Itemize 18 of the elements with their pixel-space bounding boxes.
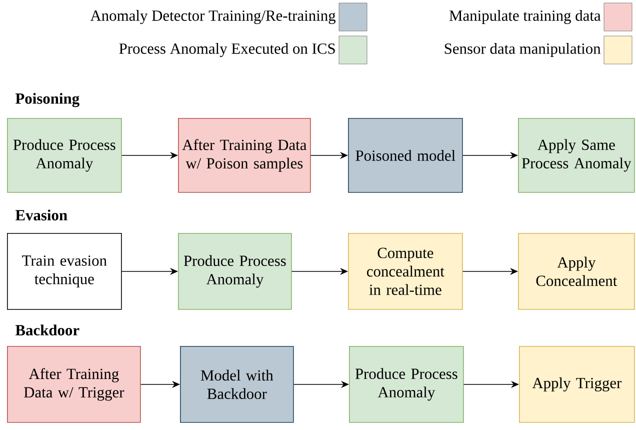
process-box: After Training Data w/ Poison samples bbox=[178, 118, 311, 193]
process-box: After Training Data w/ Trigger bbox=[7, 346, 141, 423]
process-box: Produce Process Anomaly bbox=[178, 233, 292, 310]
process-box: Train evasion technique bbox=[7, 233, 122, 310]
process-box: Apply Trigger bbox=[519, 346, 635, 423]
process-box: Compute concealment in real-time bbox=[348, 233, 463, 310]
process-box: Produce Process Anomaly bbox=[7, 118, 122, 193]
process-box: Apply Concealment bbox=[518, 233, 635, 310]
process-box: Model with Backdoor bbox=[180, 346, 294, 423]
process-box: Poisoned model bbox=[348, 118, 463, 193]
section-heading: Backdoor bbox=[15, 324, 80, 336]
process-box: Produce Process Anomaly bbox=[349, 346, 464, 423]
legend-label: Anomaly Detector Training/Re-training bbox=[90, 10, 336, 24]
legend-label: Manipulate training data bbox=[449, 10, 601, 24]
legend-label: Sensor data manipulation bbox=[444, 43, 601, 57]
process-box: Apply Same Process Anomaly bbox=[518, 118, 635, 193]
section-heading: Evasion bbox=[15, 210, 68, 220]
legend-label: Process Anomaly Executed on ICS bbox=[119, 42, 335, 58]
